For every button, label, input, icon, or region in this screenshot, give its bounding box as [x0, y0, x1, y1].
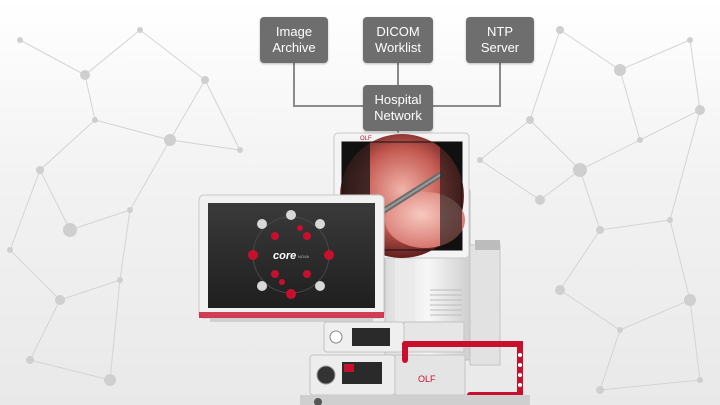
core-logo-sub: NOVA [298, 254, 309, 259]
menu-icon-inner-2 [303, 232, 311, 240]
menu-icon-bottom [286, 289, 296, 299]
hospital-network-line2: Network [374, 108, 422, 123]
device-unit-upper [323, 321, 465, 353]
menu-icon-inner-6 [279, 279, 285, 285]
menu-icon-inner-1 [271, 232, 279, 240]
background-network-nodes [7, 26, 705, 394]
handle-holes [518, 353, 522, 387]
ntp-server-line2: Server [480, 40, 520, 55]
menu-icon-inner-5 [297, 225, 303, 231]
connector-ntp-server [433, 63, 501, 107]
cart-base [300, 395, 530, 405]
image-archive-line1: Image [275, 24, 313, 39]
connector-image-archive [293, 63, 363, 107]
menu-icons [248, 210, 334, 299]
image-archive-box: Image Archive [260, 17, 328, 63]
menu-icon-bottom-left [257, 281, 267, 291]
menu-icon-top-right [315, 219, 325, 229]
menu-icon-left [248, 250, 258, 260]
dicom-worklist-box: DICOM Worklist [363, 17, 433, 63]
hospital-network-box: Hospital Network [363, 85, 433, 131]
menu-icon-right [324, 250, 334, 260]
brand-mark-monitor: OLF [360, 136, 372, 142]
hospital-network-line1: Hospital [374, 92, 422, 107]
menu-icon-top [286, 210, 296, 220]
device-unit-lower [309, 354, 466, 396]
main-touch-monitor: core NOVA [198, 194, 385, 322]
dicom-worklist-line2: Worklist [375, 40, 421, 55]
core-logo: core [273, 250, 296, 262]
cart-wheel [314, 398, 322, 405]
ntp-server-box: NTP Server [466, 17, 534, 63]
ntp-server-line1: NTP [487, 24, 513, 39]
brand-mark-device: OLF [418, 374, 436, 384]
menu-icon-top-left [257, 219, 267, 229]
menu-icon-inner-3 [271, 270, 279, 278]
menu-icon-bottom-right [315, 281, 325, 291]
menu-icon-inner-4 [303, 270, 311, 278]
dicom-worklist-line1: DICOM [376, 24, 420, 39]
image-archive-line2: Archive [272, 40, 316, 55]
